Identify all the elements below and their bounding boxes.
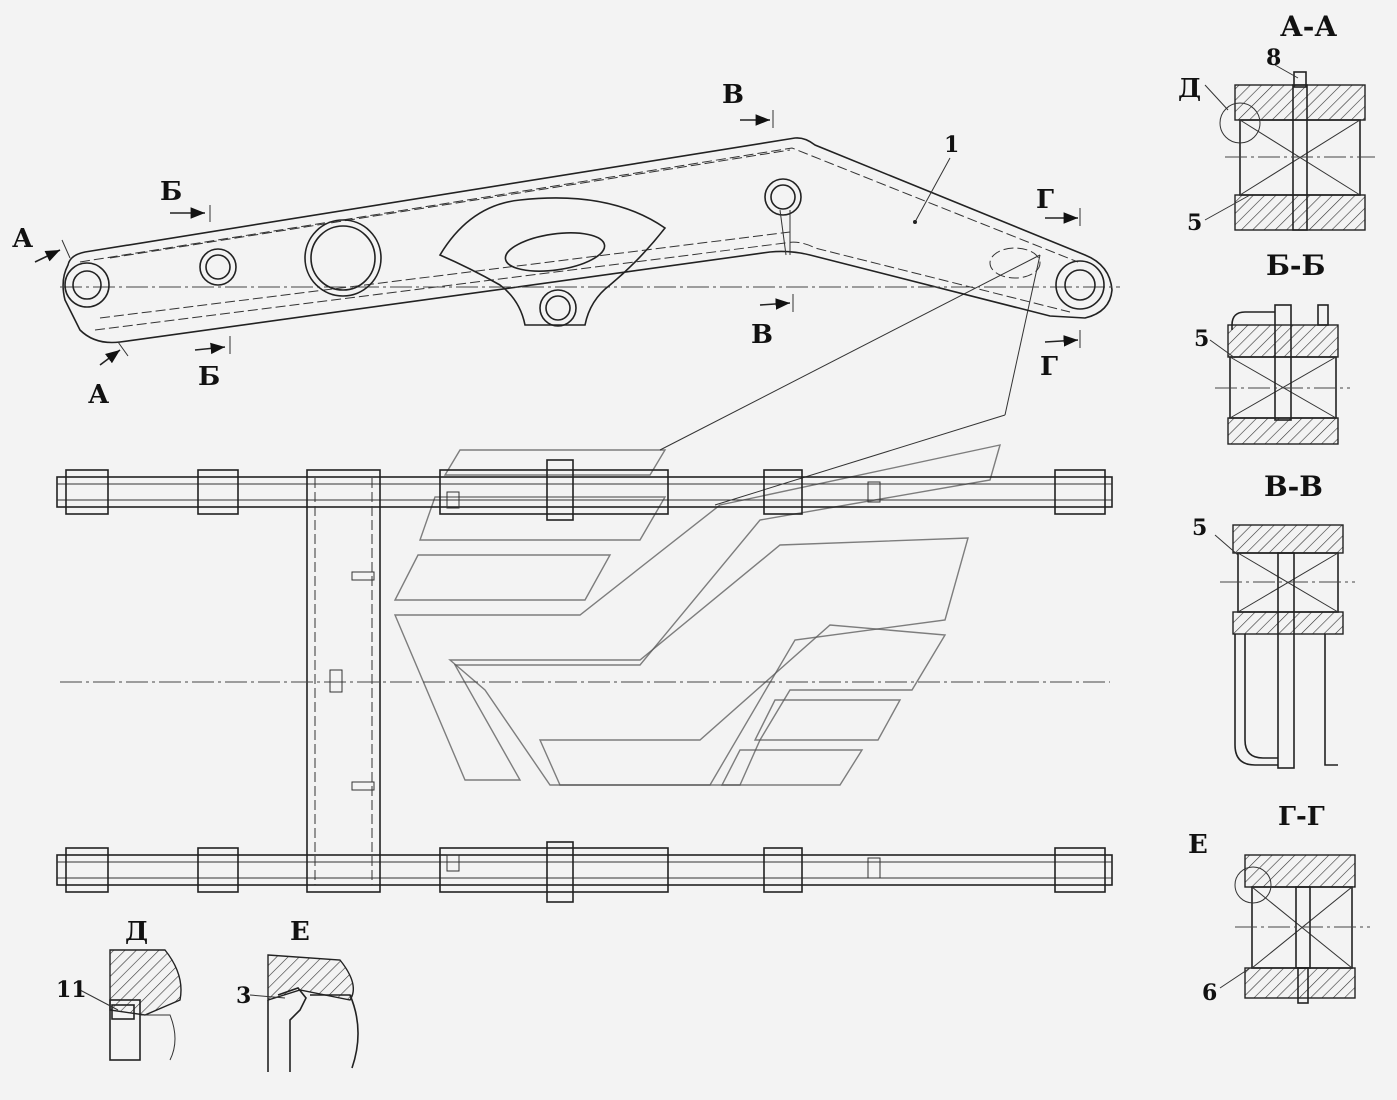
section-mark-a-left: А <box>12 224 33 254</box>
section-bb-pos-5: 5 <box>1194 326 1209 352</box>
detail-d-view <box>79 949 182 1061</box>
detail-e-pos-3: 3 <box>236 983 251 1009</box>
section-mark-b-bottom: Б <box>198 362 220 392</box>
section-aa-pos-8: 8 <box>1266 45 1281 71</box>
section-mark-g-bottom: Г <box>1040 352 1058 382</box>
detail-d-title: Д <box>125 917 148 947</box>
section-vv-pos-5: 5 <box>1192 515 1207 541</box>
section-aa-title: А-А <box>1280 10 1337 43</box>
section-aa-callout-d: Д <box>1178 74 1201 104</box>
boom-plan-view <box>56 459 1113 903</box>
section-bb-title: Б-Б <box>1266 249 1325 282</box>
section-vv-title: В-В <box>1264 470 1323 503</box>
section-aa-view <box>1204 64 1375 231</box>
leader-dot <box>913 220 917 224</box>
section-mark-v-bottom: В <box>751 320 773 350</box>
section-aa-pos-5: 5 <box>1187 210 1202 236</box>
section-mark-v-top: В <box>722 80 744 110</box>
section-vv-view <box>1214 524 1355 769</box>
section-mark-g-top: Г <box>1036 185 1054 215</box>
section-mark-a-bottom: А <box>88 380 109 410</box>
section-bb-view <box>1209 304 1350 445</box>
part-1-leader <box>914 157 951 223</box>
part-label-1: 1 <box>944 132 959 158</box>
detail-e-title: Е <box>290 917 310 947</box>
section-gg-title: Г-Г <box>1278 802 1325 832</box>
section-arrows <box>34 110 1081 366</box>
projection-leaders <box>659 254 1041 506</box>
section-mark-b-top: Б <box>160 177 182 207</box>
boom-side-view <box>60 137 1120 344</box>
section-gg-view <box>1219 854 1370 1004</box>
detail-e-view <box>249 954 359 1072</box>
detail-d-pos-11: 11 <box>56 977 87 1003</box>
section-gg-callout-e: Е <box>1188 830 1208 860</box>
section-gg-pos-6: 6 <box>1202 980 1217 1006</box>
watermark-logo <box>393 444 1001 786</box>
